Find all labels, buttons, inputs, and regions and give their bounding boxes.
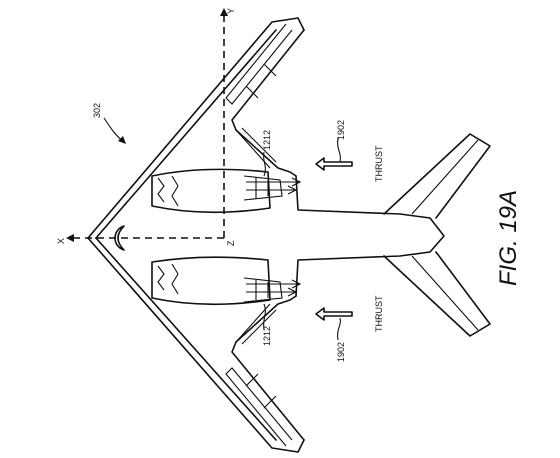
control-surfaces (225, 23, 293, 447)
nozzle-upper (243, 175, 283, 201)
thrust-ref-lower: 1902 (336, 342, 346, 362)
axes: Y X Z (56, 8, 236, 246)
nozzle-ref-upper: 1212 (262, 130, 272, 150)
nozzle-arrows-lower (246, 279, 302, 297)
thrust-leader-upper (337, 137, 341, 163)
fuselage (295, 175, 445, 297)
thrust-label-upper: THRUST (374, 145, 384, 182)
thrust-label-lower: THRUST (374, 295, 384, 332)
engine-lower (151, 256, 271, 306)
axis-label-y: Y (226, 8, 236, 14)
thrust-arrow-lower (315, 307, 353, 321)
nozzle-leader-upper (263, 151, 266, 177)
wing-outline (87, 17, 305, 453)
nozzle-arrows-upper (246, 177, 302, 195)
tail-upper (383, 133, 491, 219)
axis-label-x: X (56, 238, 66, 244)
engine-upper (151, 168, 271, 214)
thrust-arrow-upper (315, 157, 353, 171)
thrust-leader-lower (337, 317, 341, 341)
aircraft-ref-label: 302 (92, 103, 102, 118)
cockpit-canopy (114, 225, 125, 251)
axis-label-z: Z (226, 240, 236, 246)
thrust-ref-upper: 1902 (336, 120, 346, 140)
figure-label: FIG. 19A (495, 190, 522, 286)
tail-lower (383, 251, 491, 337)
nozzle-lower (243, 277, 283, 303)
nozzle-ref-lower: 1212 (262, 326, 272, 346)
nozzle-leader-lower (263, 303, 266, 331)
